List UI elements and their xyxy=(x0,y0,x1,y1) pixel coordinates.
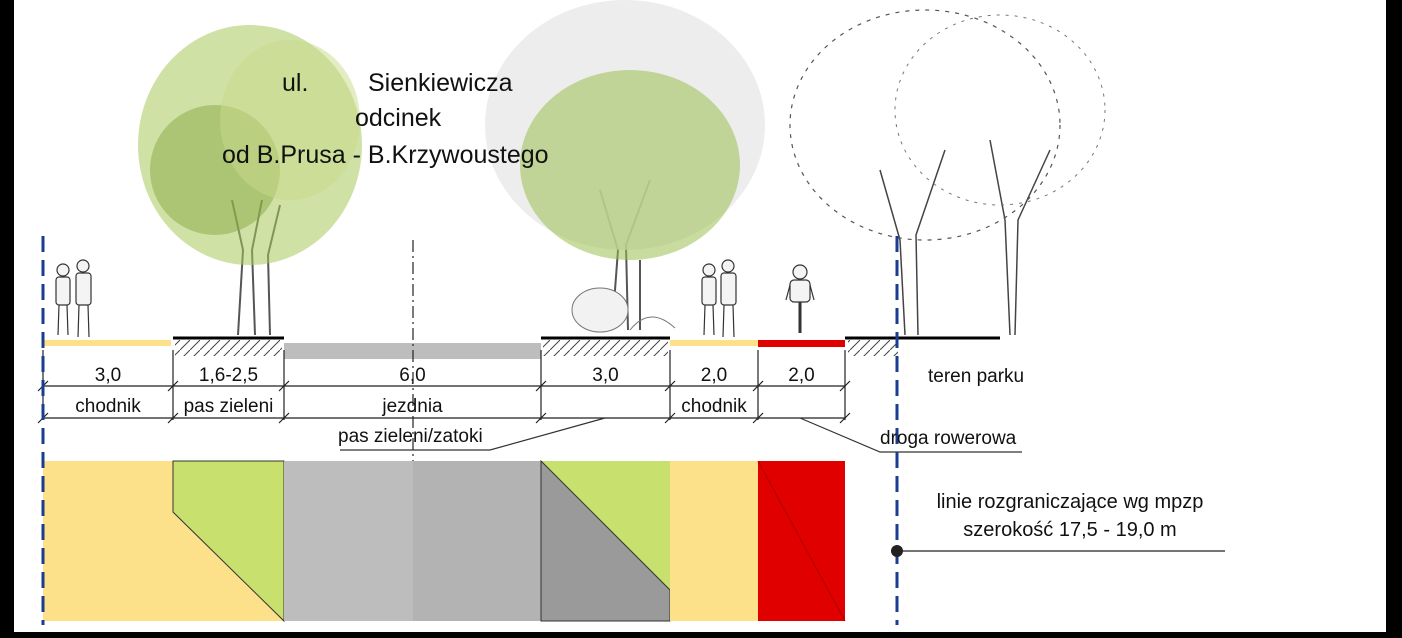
title-section: odcinek xyxy=(355,104,442,132)
callout-leaders xyxy=(340,417,1022,453)
width-droga-rowerowa: 2,0 xyxy=(788,365,815,386)
boundary-note-line1: linie rozgraniczające wg mpzp xyxy=(936,491,1204,513)
callout-pas-zieleni-zatoki: pas zieleni/zatoki xyxy=(338,426,483,447)
title-range: od B.Prusa - B.Krzywoustego xyxy=(222,141,549,169)
cyclist xyxy=(785,264,815,333)
boundary-note-line2: szerokość 17,5 - 19,0 m xyxy=(963,519,1177,541)
name-chodnik-right: chodnik xyxy=(681,396,747,417)
title-ul: ul. xyxy=(282,69,309,97)
tree-middle xyxy=(485,0,765,333)
boundary-lines xyxy=(41,236,1225,625)
name-chodnik-left: chodnik xyxy=(75,396,141,417)
tree-left xyxy=(138,25,362,336)
width-pas-zatoki: 3,0 xyxy=(592,365,619,386)
width-chodnik-left: 3,0 xyxy=(94,365,122,386)
callout-droga-rowerowa: droga rowerowa xyxy=(880,428,1017,449)
plan-chodnik-left xyxy=(43,461,173,621)
title-street-name: Sienkiewicza xyxy=(368,69,513,97)
width-chodnik-right: 2,0 xyxy=(700,365,728,386)
pedestrians-right xyxy=(701,259,737,338)
plan-chodnik-right xyxy=(670,461,758,621)
name-jezdnia: jezdnia xyxy=(382,396,443,417)
pedestrians-left xyxy=(55,259,92,338)
tree-right xyxy=(789,9,1106,336)
ground-surfaces xyxy=(43,336,1000,359)
name-pas-zieleni: pas zieleni xyxy=(183,396,274,417)
width-pas-zieleni: 1,6-2,5 xyxy=(198,365,259,386)
callout-teren-parku: teren parku xyxy=(928,366,1025,387)
boundary-marker-dot xyxy=(891,545,903,557)
width-jezdnia: 6,0 xyxy=(399,365,426,386)
plan-blocks xyxy=(43,459,846,623)
